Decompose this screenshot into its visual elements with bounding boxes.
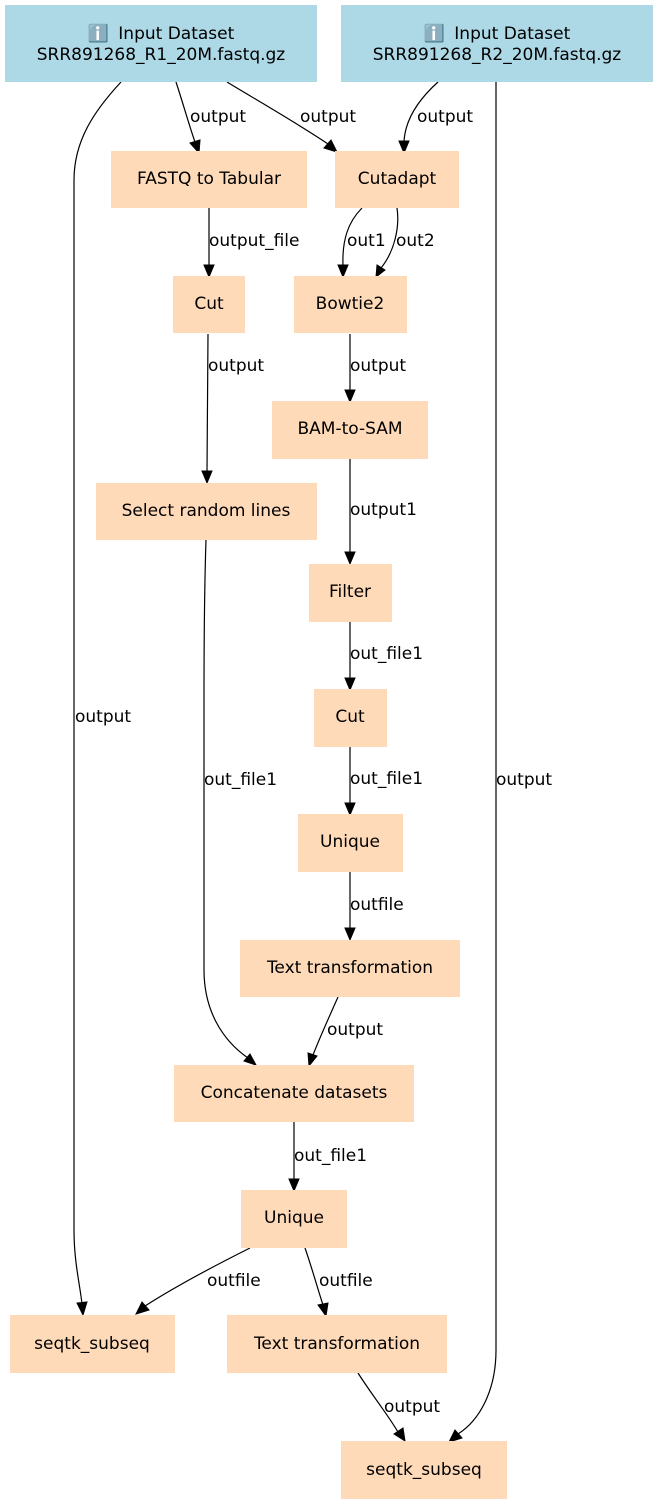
node-label: Concatenate datasets — [201, 1083, 388, 1103]
edge-label: out_file1 — [350, 644, 423, 664]
info-icon: ℹ️ — [88, 23, 109, 44]
edge-in2-cutadapt: output — [398, 81, 473, 155]
edge-unique-seqtk-a: outfile — [135, 1247, 261, 1315]
node-label: Filter — [329, 582, 371, 602]
edge-unique-text-transformation-b: outfile — [304, 1247, 373, 1318]
edge-label: outfile — [350, 895, 404, 915]
node-label: Unique — [320, 832, 380, 852]
node-cutadapt: Cutadapt — [335, 151, 459, 208]
node-label: Input Dataset — [454, 24, 570, 44]
node-label: Input Dataset — [118, 24, 234, 44]
edge-in1-cutadapt: output — [226, 81, 356, 153]
edge-label: outfile — [207, 1271, 261, 1291]
edge-label: output — [300, 107, 356, 127]
node-text-transformation-a: Text transformation — [240, 940, 460, 997]
node-fastq-to-tabular: FASTQ to Tabular — [111, 151, 307, 208]
info-icon: ℹ️ — [424, 23, 445, 44]
edge-cut-select-random: output — [201, 333, 264, 485]
edge-label: out2 — [396, 231, 435, 251]
edge-cutadapt-bowtie2-out1: out1 — [337, 207, 386, 279]
node-label: Text transformation — [266, 958, 433, 978]
node-text-transformation-b: Text transformation — [227, 1315, 447, 1373]
node-input-dataset-r1: ℹ️ Input Dataset SRR891268_R1_20M.fastq.… — [5, 5, 317, 82]
edge-bowtie2-bam-to-sam: output — [344, 334, 406, 404]
edge-text-transformation-seqtk-b: output — [357, 1372, 440, 1443]
node-bowtie2: Bowtie2 — [294, 276, 407, 333]
node-cut-b: Cut — [314, 689, 387, 747]
node-label: Cut — [194, 294, 224, 314]
edge-label: output — [384, 1397, 440, 1417]
edge-label: output — [208, 356, 264, 376]
svg-text:ℹ️ Input Dataset: ℹ️ Input Dataset — [424, 23, 571, 44]
node-seqtk-subseq-b: seqtk_subseq — [341, 1441, 507, 1499]
edge-label: output — [75, 707, 131, 727]
edge-label: output — [350, 356, 406, 376]
node-label: Select random lines — [122, 501, 291, 521]
edge-bam-to-sam-filter: output1 — [344, 459, 417, 566]
node-cut-a: Cut — [173, 276, 245, 333]
node-seqtk-subseq-a: seqtk_subseq — [10, 1315, 175, 1373]
edge-concatenate-unique: out_file1 — [288, 1122, 367, 1193]
node-label: BAM-to-SAM — [297, 419, 402, 439]
node-sublabel: SRR891268_R2_20M.fastq.gz — [373, 45, 622, 65]
edge-cutadapt-bowtie2-out2: out2 — [375, 207, 435, 279]
node-label: seqtk_subseq — [34, 1334, 150, 1354]
svg-text:ℹ️ Input Dataset: ℹ️ Input Dataset — [88, 23, 235, 44]
node-label: Cutadapt — [358, 169, 437, 189]
edge-label: output — [327, 1020, 383, 1040]
node-filter: Filter — [309, 564, 392, 622]
edge-label: outfile — [319, 1271, 373, 1291]
node-label: Bowtie2 — [316, 294, 385, 314]
edge-label: output1 — [350, 500, 417, 520]
node-label: Unique — [264, 1208, 324, 1228]
edge-filter-cut: out_file1 — [344, 622, 423, 692]
edge-in1-seqtk-a: output — [73, 81, 131, 1317]
node-sublabel: SRR891268_R1_20M.fastq.gz — [37, 45, 286, 65]
node-label: Text transformation — [253, 1334, 420, 1354]
node-label: FASTQ to Tabular — [137, 169, 281, 189]
node-concatenate-datasets: Concatenate datasets — [174, 1065, 414, 1122]
edge-in2-seqtk-b: output — [448, 82, 552, 1443]
node-select-random-lines: Select random lines — [96, 483, 317, 540]
edge-label: out_file1 — [204, 770, 277, 790]
node-unique-a: Unique — [298, 814, 403, 872]
edge-label: output — [417, 107, 473, 127]
edge-text-transformation-concatenate: output — [307, 996, 383, 1068]
node-input-dataset-r2: ℹ️ Input Dataset SRR891268_R2_20M.fastq.… — [341, 5, 653, 82]
node-unique-b: Unique — [241, 1190, 347, 1248]
edge-unique-text-transformation: outfile — [344, 872, 404, 942]
node-label: Cut — [335, 707, 365, 727]
edge-label: out_file1 — [294, 1146, 367, 1166]
node-bam-to-sam: BAM-to-SAM — [272, 401, 428, 459]
edge-in1-fastq-to-tabular: output — [175, 81, 246, 155]
edge-label: out1 — [347, 231, 386, 251]
edge-label: output — [496, 770, 552, 790]
edge-fastq-to-tabular-cut: output_file — [203, 208, 299, 279]
edge-label: out_file1 — [350, 769, 423, 789]
edge-label: output — [190, 107, 246, 127]
edge-select-random-concatenate: out_file1 — [203, 539, 277, 1066]
edge-cut-unique: out_file1 — [344, 747, 423, 817]
node-label: seqtk_subseq — [366, 1460, 482, 1480]
edge-label: output_file — [209, 231, 299, 251]
